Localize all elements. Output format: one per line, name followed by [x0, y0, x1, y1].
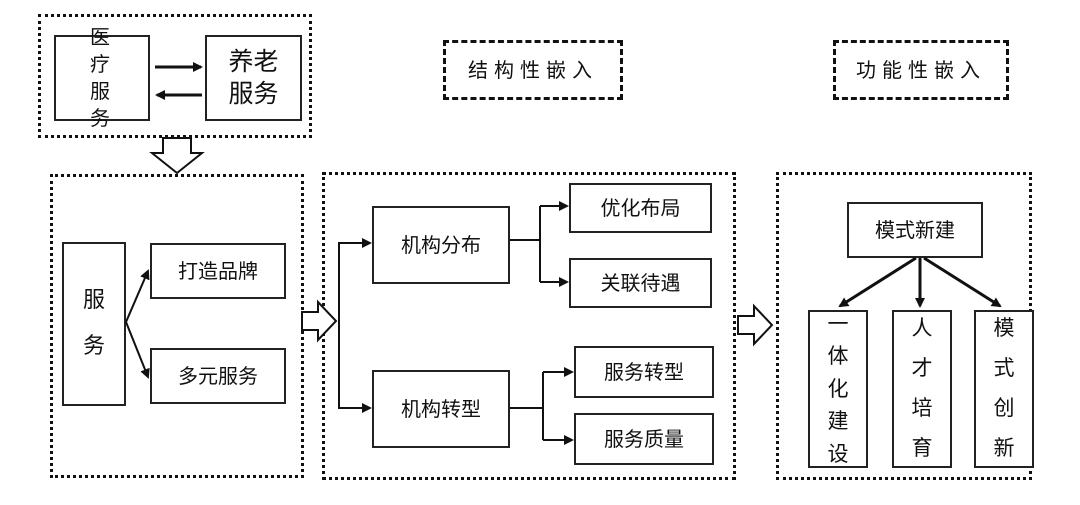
- talent-training-label: 人才培育: [911, 316, 933, 460]
- new-model-label: 模式新建: [875, 217, 955, 242]
- down-hollow-arrow: [149, 137, 205, 175]
- service-to-diverse-line: [125, 321, 150, 379]
- model-to-innovation-arrow: [923, 256, 1002, 308]
- model-to-integration-arrow: [838, 256, 917, 308]
- functional-embedding-header: 功能性嵌入: [833, 40, 1009, 100]
- distribution-branch-line: [510, 206, 541, 282]
- optimize-layout-label: 优化布局: [600, 195, 681, 220]
- new-model-box: 模式新建: [847, 202, 983, 258]
- top-service-frame: [38, 14, 312, 138]
- institution-distribution-label: 机构分布: [401, 232, 481, 257]
- optimize-layout-box: 优化布局: [569, 183, 712, 233]
- service-to-brand-line: [125, 269, 150, 323]
- service-quality-box: 服务质量: [574, 413, 714, 465]
- diverse-service-label: 多元服务: [178, 363, 258, 388]
- elderly-service-label: 养老服务: [228, 46, 279, 109]
- elderly-service-box: 养老服务: [205, 35, 302, 121]
- model-innovation-label: 模式创新: [993, 316, 1015, 460]
- brand-building-box: 打造品牌: [150, 243, 286, 299]
- service-root-box: 服务: [62, 242, 126, 406]
- linked-benefits-label: 关联待遇: [600, 270, 681, 295]
- institution-distribution-box: 机构分布: [372, 206, 510, 284]
- structural-embedding-header: 结构性嵌入: [443, 40, 623, 100]
- transformation-branch-line: [510, 372, 544, 440]
- medical-service-box: 医疗服务: [54, 25, 150, 130]
- service-root-label: 服务: [82, 287, 105, 359]
- service-transformation-box: 服务转型: [574, 346, 714, 398]
- institution-transformation-box: 机构转型: [372, 370, 510, 448]
- integration-box: 一体化建设: [808, 310, 868, 468]
- functional-embedding-label: 功能性嵌入: [856, 57, 986, 82]
- linked-benefits-box: 关联待遇: [569, 258, 712, 308]
- diverse-service-box: 多元服务: [150, 348, 286, 404]
- institution-transformation-label: 机构转型: [401, 396, 481, 421]
- medical-service-label: 医疗服务: [90, 25, 114, 130]
- brand-building-label: 打造品牌: [178, 258, 258, 283]
- right-hollow-arrow-2: [737, 303, 774, 347]
- middle-bracket: [338, 242, 370, 409]
- integration-label: 一体化建设: [827, 311, 849, 466]
- structural-embedding-label: 结构性嵌入: [468, 57, 598, 82]
- talent-training-box: 人才培育: [892, 310, 952, 468]
- model-innovation-box: 模式创新: [974, 310, 1034, 468]
- right-hollow-arrow-1: [301, 299, 338, 343]
- service-quality-label: 服务质量: [604, 426, 684, 451]
- service-transformation-label: 服务转型: [604, 359, 684, 384]
